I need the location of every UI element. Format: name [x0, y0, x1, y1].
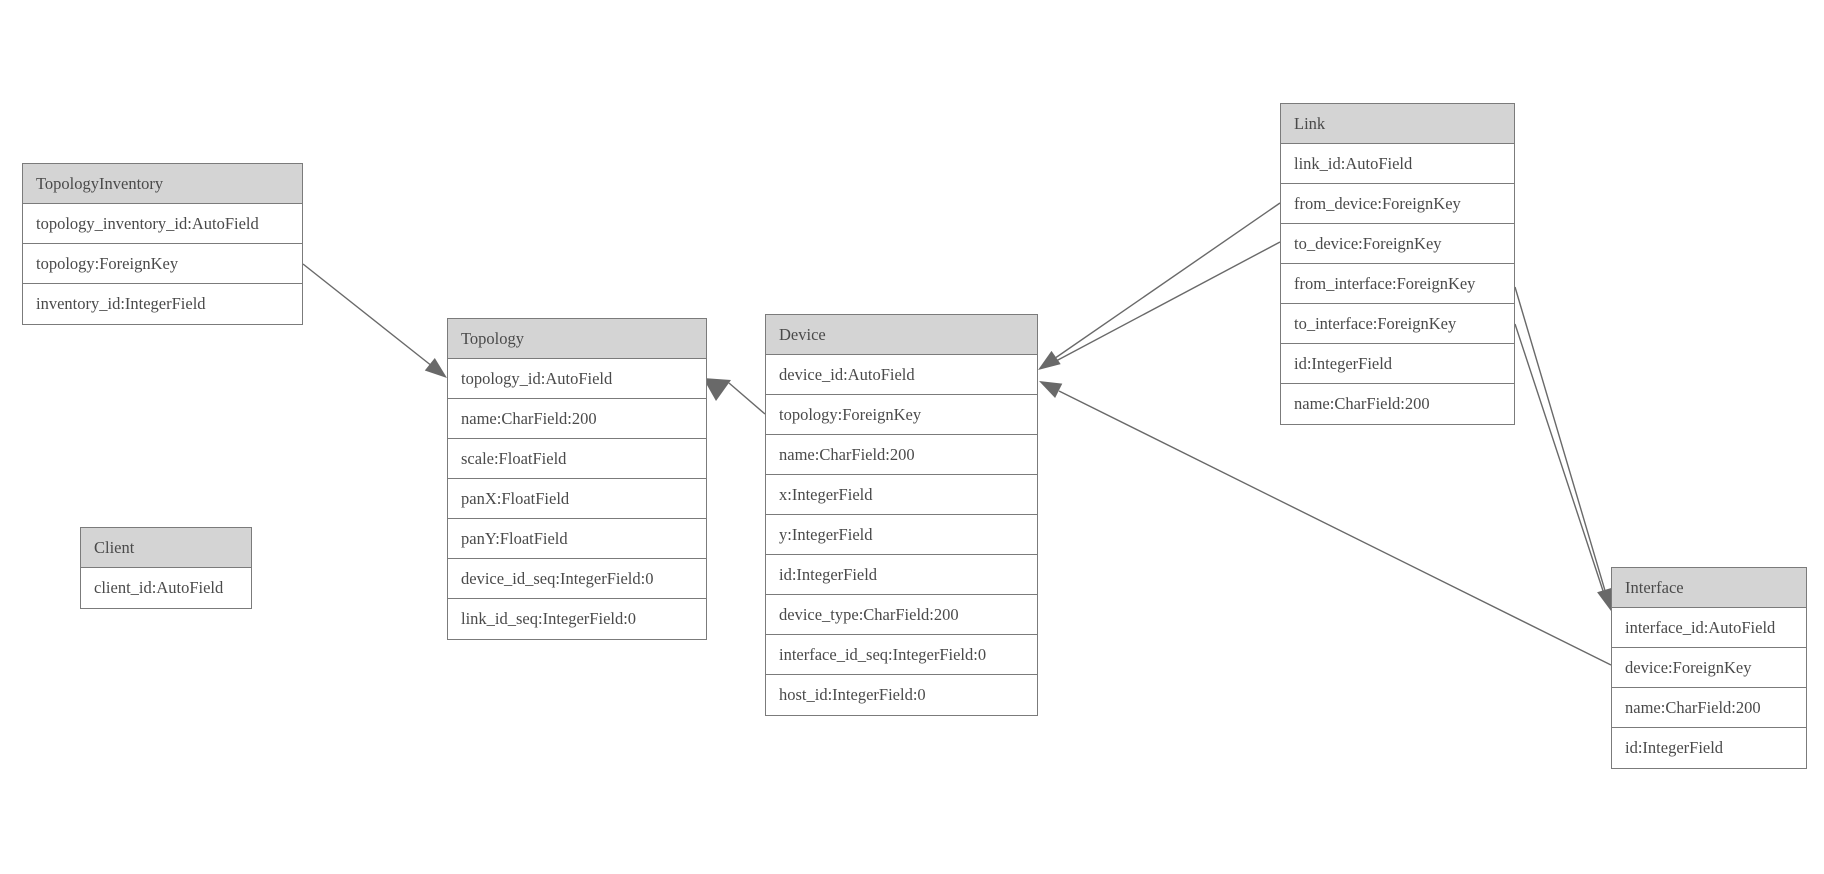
- entity-device[interactable]: Device device_id:AutoField topology:Fore…: [765, 314, 1038, 716]
- entity-title: Topology: [448, 319, 706, 359]
- field-row: device_type:CharField:200: [766, 595, 1037, 635]
- edge-topologyinventory-topology: [302, 263, 431, 366]
- entity-title: Device: [766, 315, 1037, 355]
- edge-link-to-interface-interface: [1514, 323, 1604, 592]
- arrowhead-topology-right: [703, 378, 731, 401]
- field-row: to_device:ForeignKey: [1281, 224, 1514, 264]
- field-row: from_interface:ForeignKey: [1281, 264, 1514, 304]
- entity-client[interactable]: Client client_id:AutoField: [80, 527, 252, 609]
- edge-link-from-interface-interface: [1514, 286, 1606, 591]
- field-row: id:IntegerField: [1281, 344, 1514, 384]
- entity-title: TopologyInventory: [23, 164, 302, 204]
- field-row: interface_id:AutoField: [1612, 608, 1806, 648]
- field-row: topology:ForeignKey: [23, 244, 302, 284]
- field-row: device:ForeignKey: [1612, 648, 1806, 688]
- edge-device-topology: [728, 382, 766, 415]
- entity-title: Client: [81, 528, 251, 568]
- entity-link[interactable]: Link link_id:AutoField from_device:Forei…: [1280, 103, 1515, 425]
- arrowhead-interface-left: [1597, 587, 1613, 611]
- field-row: topology:ForeignKey: [766, 395, 1037, 435]
- entity-title: Interface: [1612, 568, 1806, 608]
- field-row: panY:FloatField: [448, 519, 706, 559]
- field-row: id:IntegerField: [1612, 728, 1806, 768]
- field-row: id:IntegerField: [766, 555, 1037, 595]
- field-row: to_interface:ForeignKey: [1281, 304, 1514, 344]
- entity-topologyinventory[interactable]: TopologyInventory topology_inventory_id:…: [22, 163, 303, 325]
- field-row: link_id:AutoField: [1281, 144, 1514, 184]
- field-row: name:CharField:200: [448, 399, 706, 439]
- field-row: name:CharField:200: [1612, 688, 1806, 728]
- edge-interface-device-device: [1058, 390, 1612, 666]
- edge-link-to-device-device: [1056, 241, 1281, 362]
- entity-topology[interactable]: Topology topology_id:AutoField name:Char…: [447, 318, 707, 640]
- field-row: name:CharField:200: [1281, 384, 1514, 424]
- field-row: topology_id:AutoField: [448, 359, 706, 399]
- arrowhead-device-lower: [1039, 381, 1063, 398]
- field-row: y:IntegerField: [766, 515, 1037, 555]
- field-row: topology_inventory_id:AutoField: [23, 204, 302, 244]
- field-row: device_id_seq:IntegerField:0: [448, 559, 706, 599]
- field-row: device_id:AutoField: [766, 355, 1037, 395]
- field-row: scale:FloatField: [448, 439, 706, 479]
- field-row: interface_id_seq:IntegerField:0: [766, 635, 1037, 675]
- field-row: client_id:AutoField: [81, 568, 251, 608]
- edge-link-from-device-device: [1055, 202, 1281, 359]
- entity-title: Link: [1281, 104, 1514, 144]
- entity-interface[interactable]: Interface interface_id:AutoField device:…: [1611, 567, 1807, 769]
- field-row: link_id_seq:IntegerField:0: [448, 599, 706, 639]
- field-row: from_device:ForeignKey: [1281, 184, 1514, 224]
- field-row: host_id:IntegerField:0: [766, 675, 1037, 715]
- field-row: name:CharField:200: [766, 435, 1037, 475]
- field-row: x:IntegerField: [766, 475, 1037, 515]
- arrowhead-topology-left: [424, 358, 447, 378]
- arrowhead-device-upper: [1038, 350, 1061, 370]
- field-row: inventory_id:IntegerField: [23, 284, 302, 324]
- field-row: panX:FloatField: [448, 479, 706, 519]
